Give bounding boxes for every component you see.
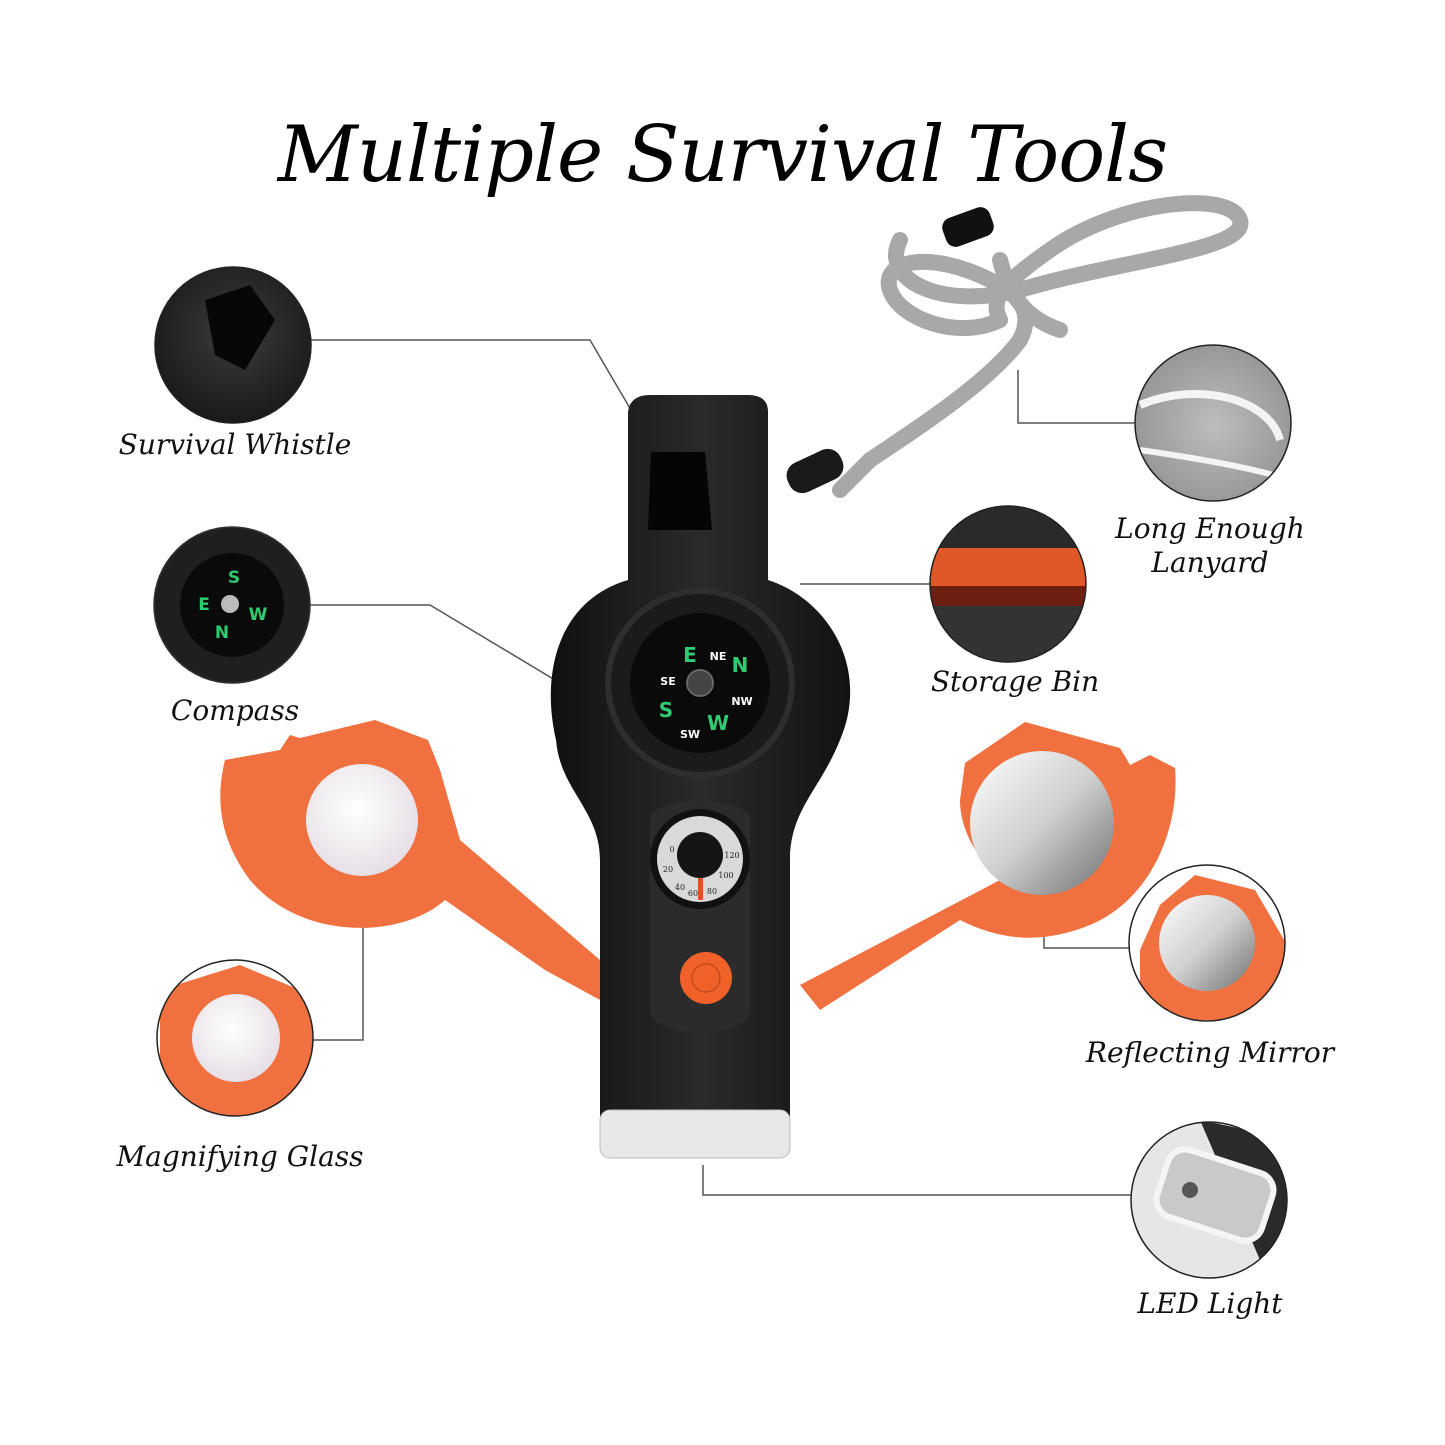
lanyard-toggle: [786, 448, 844, 494]
compass-mark-n: N: [732, 653, 749, 677]
thermo-mark-100: 100: [718, 871, 733, 880]
compass-letters: N E S W NE SE SW NW: [659, 643, 753, 741]
compass-mark-nw: NW: [731, 695, 752, 708]
label-led-light: LED Light: [1137, 1287, 1283, 1320]
leader-lanyard: [1017, 370, 1135, 424]
led-switch-button[interactable]: [680, 952, 732, 1004]
thermo-mark-60: 60: [688, 889, 698, 898]
whistle-opening: [648, 452, 712, 530]
mirror-arm: [800, 722, 1176, 1010]
callout-compass-e: E: [198, 595, 210, 615]
device-body: N E S W NE SE SW NW 0 20 40 60 80 100 12…: [550, 395, 851, 1159]
callout-led: [1130, 1121, 1288, 1279]
thermometer-scale: 0 20 40 60 80 100 120: [663, 845, 740, 898]
compass-mark-se: SE: [660, 675, 675, 688]
led-switch-ring: [691, 963, 721, 993]
led-lens: [599, 1109, 791, 1159]
compass-mark-sw: SW: [680, 728, 700, 741]
mirror-lens: [970, 751, 1114, 895]
thermo-mark-20: 20: [663, 865, 673, 874]
callout-compass-w: W: [249, 605, 268, 625]
thermo-mark-0: 0: [669, 845, 674, 854]
callout-compass-n: N: [215, 623, 229, 643]
lanyard-clip: [942, 207, 994, 247]
compass-mark-s: S: [659, 698, 673, 722]
thermo-mark-40: 40: [675, 883, 685, 892]
thermometer-needle: [698, 878, 703, 900]
label-lanyard: Long Enough Lanyard: [1115, 512, 1305, 579]
callout-magnifier: [156, 959, 314, 1117]
label-compass: Compass: [170, 694, 300, 727]
callout-compass: S E W N: [153, 526, 311, 684]
magnifier-lens: [306, 764, 418, 876]
magnifier-arm: [220, 720, 600, 1000]
leader-led: [702, 1165, 1131, 1196]
callout-lanyard: [1134, 344, 1292, 502]
label-reflecting-mirror: Reflecting Mirror: [1085, 1036, 1335, 1069]
thermo-mark-120: 120: [724, 851, 739, 860]
compass-mark-ne: NE: [710, 650, 727, 663]
leader-magnifier: [313, 875, 364, 1041]
callout-compass-s: S: [228, 568, 240, 588]
leader-whistle: [311, 339, 673, 481]
label-survival-whistle: Survival Whistle: [118, 428, 352, 461]
thermometer-center: [677, 832, 723, 878]
label-storage-bin: Storage Bin: [930, 665, 1100, 698]
label-magnifying-glass: Magnifying Glass: [116, 1140, 364, 1173]
callout-mirror: [1128, 864, 1286, 1022]
callout-whistle: [154, 266, 312, 424]
compass-pivot: [686, 669, 714, 697]
page-title: Multiple Survival Tools: [277, 110, 1168, 200]
thermo-mark-80: 80: [707, 887, 717, 896]
lanyard-illustration: [832, 195, 1249, 498]
leader-compass: [310, 604, 556, 681]
compass-mark-w: W: [707, 711, 729, 735]
compass-mark-e: E: [683, 643, 697, 667]
callout-storage: [929, 505, 1087, 663]
